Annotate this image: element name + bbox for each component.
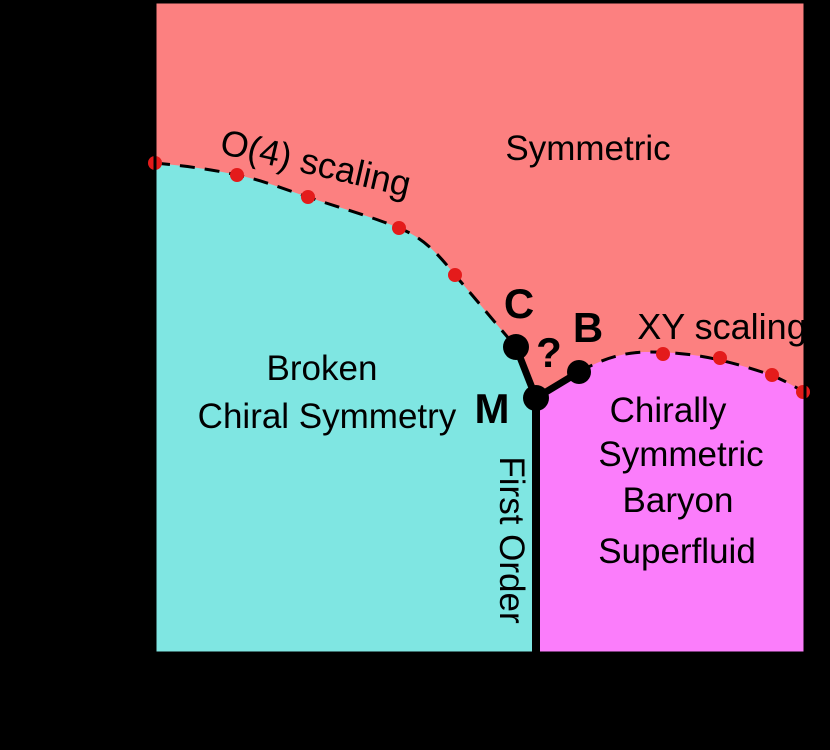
xy-boundary-dashed-line <box>578 350 806 395</box>
point-M-label: M <box>475 385 510 432</box>
first-order-label: First Order <box>492 456 531 624</box>
critical-point-dot <box>765 368 779 382</box>
critical-point-dot <box>796 385 810 399</box>
superfluid-label-line4: Superfluid <box>598 532 756 571</box>
point-B-marker <box>567 360 591 384</box>
superfluid-label-line3: Baryon <box>623 481 734 520</box>
critical-point-dot <box>392 221 406 235</box>
broken-region-label-line1: Broken <box>267 349 378 388</box>
xy-scaling-label: XY scaling <box>637 306 806 347</box>
superfluid-label-line1: Chirally <box>610 391 727 430</box>
o4-boundary-dashed-line <box>154 161 518 348</box>
critical-point-dot <box>713 351 727 365</box>
region-broken-chiral-symmetry <box>155 163 536 653</box>
point-C-label: C <box>504 280 534 327</box>
point-C-marker <box>503 334 529 360</box>
plot-border <box>153 0 807 655</box>
point-M-marker <box>523 385 549 411</box>
critical-point-dot <box>448 268 462 282</box>
critical-point-dot <box>230 168 244 182</box>
question-mark-label: ? <box>536 329 562 376</box>
symmetric-region-label: Symmetric <box>505 129 670 168</box>
critical-point-dot <box>301 190 315 204</box>
critical-point-dot <box>656 347 670 361</box>
point-B-label: B <box>573 304 603 351</box>
region-baryon-superfluid <box>537 352 805 653</box>
broken-region-label-line2: Chiral Symmetry <box>198 397 457 436</box>
superfluid-label-line2: Symmetric <box>598 435 763 474</box>
